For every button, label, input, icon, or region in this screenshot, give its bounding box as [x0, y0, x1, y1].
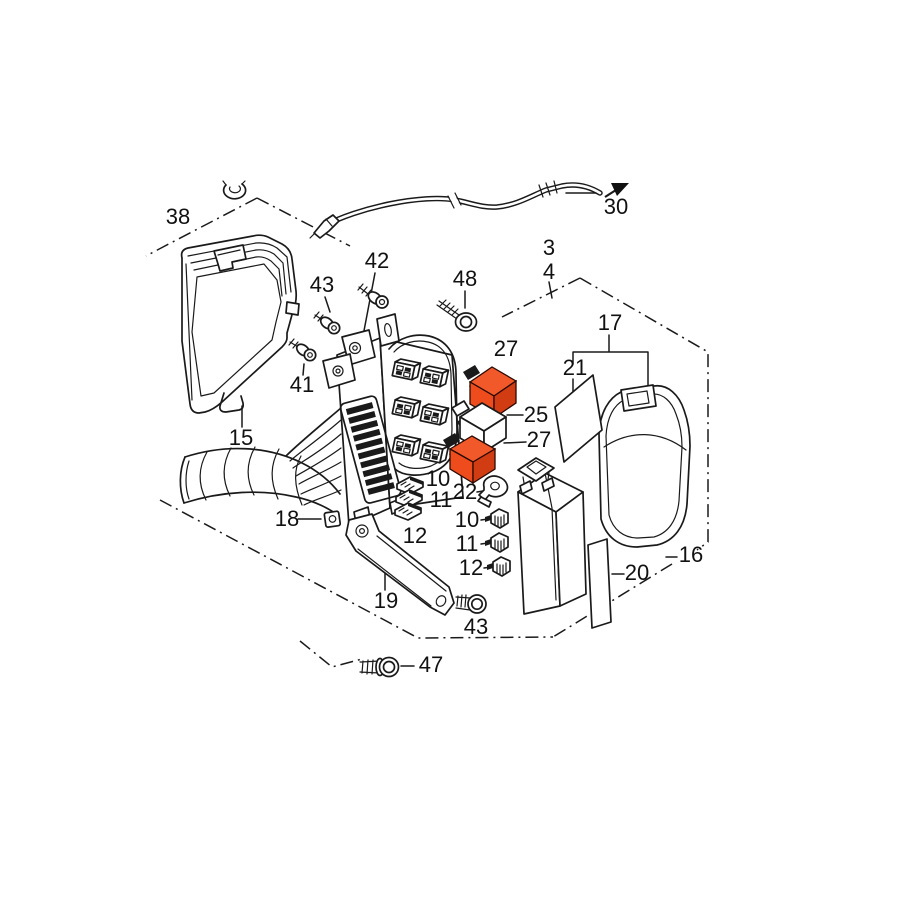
part-label-4: 4 — [543, 259, 555, 284]
part-label-12-left: 12 — [403, 523, 427, 548]
part-label-47: 47 — [419, 652, 443, 677]
mini-relay-10 — [485, 508, 509, 529]
sheet-21-drawing — [554, 374, 603, 463]
assembly-boundary-lines — [145, 197, 709, 668]
part-label-10-left: 10 — [426, 466, 450, 491]
part-label-18: 18 — [275, 506, 299, 531]
relay-27-bottom — [443, 433, 497, 485]
part-label-19: 19 — [374, 588, 398, 613]
part-label-43-top: 43 — [310, 272, 334, 297]
cover-17-drawing — [598, 384, 691, 548]
part-label-22: 22 — [453, 479, 477, 504]
direction-arrow-icon — [604, 183, 629, 198]
terminal-clip-11 — [395, 489, 423, 508]
part-labels: 38 42 43 48 3 4 30 17 27 21 25 27 15 41 … — [166, 194, 703, 677]
clip-22 — [477, 475, 509, 508]
grommet-ring — [222, 180, 247, 200]
cover-15-drawing — [180, 234, 300, 414]
screw-41 — [288, 338, 317, 362]
relay-25 — [451, 400, 507, 453]
part-label-21: 21 — [563, 355, 587, 380]
mini-relay-11 — [485, 532, 509, 553]
part-label-17: 17 — [598, 310, 622, 335]
terminal-clip-10 — [396, 476, 424, 495]
fuse-box-drawing — [322, 313, 464, 527]
part-label-12-mid: 12 — [459, 555, 483, 580]
bolt-47 — [359, 656, 400, 678]
part-label-48: 48 — [453, 266, 477, 291]
part-label-38: 38 — [166, 204, 190, 229]
screw-42 — [357, 283, 389, 309]
bracket-19-drawing — [345, 513, 455, 616]
part-label-30: 30 — [604, 194, 628, 219]
part-label-3: 3 — [543, 235, 555, 260]
part-label-16: 16 — [679, 542, 703, 567]
part-label-27-bottom: 27 — [527, 427, 551, 452]
tall-cover-drawing — [517, 472, 587, 615]
part-label-42: 42 — [365, 248, 389, 273]
mini-relay-12 — [487, 556, 511, 577]
part-label-10-mid: 10 — [455, 507, 479, 532]
part-label-15: 15 — [229, 425, 253, 450]
part-label-25: 25 — [524, 402, 548, 427]
part-label-11-left: 11 — [430, 487, 453, 512]
part-label-20: 20 — [625, 560, 649, 585]
connector-cubes — [391, 358, 450, 464]
cable-30-drawing — [309, 180, 603, 239]
part-label-11-mid: 11 — [456, 531, 479, 556]
bolt-48 — [436, 299, 478, 332]
terminal-clip-12 — [394, 502, 422, 521]
screw-43-upper — [313, 311, 341, 335]
bolt-43-lower — [455, 594, 487, 614]
part-label-43-bottom: 43 — [464, 614, 488, 639]
sheet-20-drawing — [587, 538, 612, 629]
clip-18 — [323, 510, 342, 528]
harness-wrap-drawing — [179, 407, 342, 517]
part-label-27-top: 27 — [494, 336, 518, 361]
part-label-41: 41 — [290, 372, 314, 397]
latch-buckle-drawing — [517, 457, 555, 495]
leader-lines — [241, 192, 678, 667]
